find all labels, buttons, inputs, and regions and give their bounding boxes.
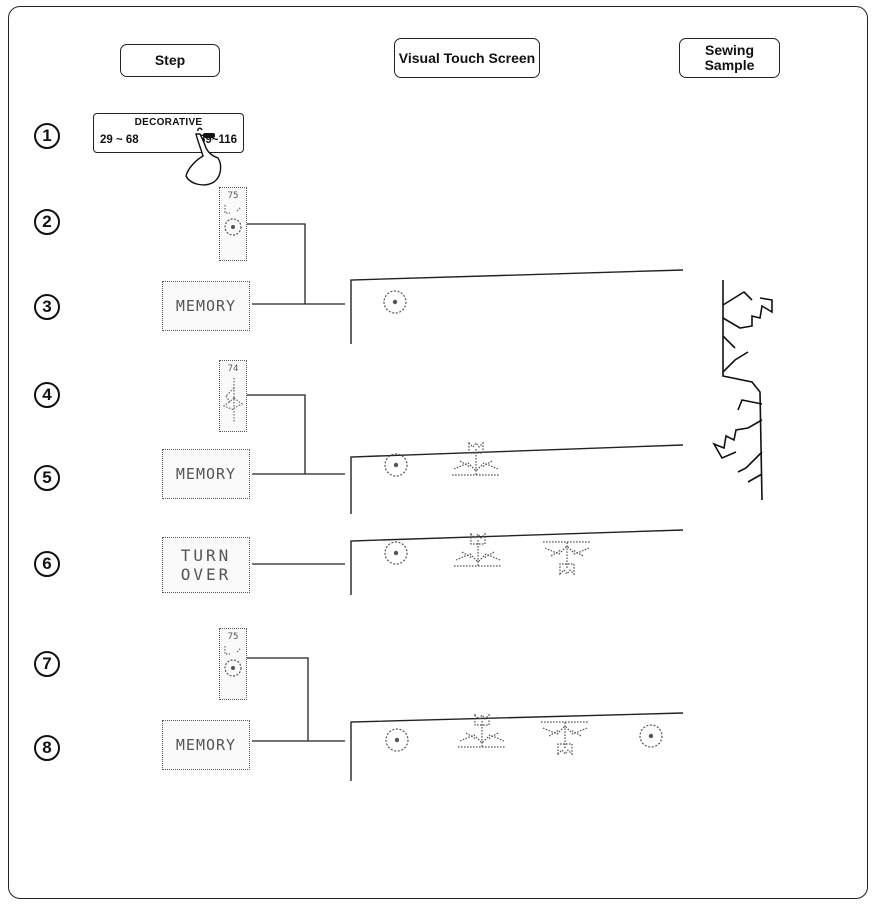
screen-pattern-icons (384, 291, 662, 754)
finger-pointer-icon (186, 128, 221, 185)
connector-lines (247, 224, 345, 741)
sewing-sample-stitch (714, 280, 772, 500)
screen-displays (351, 270, 683, 781)
